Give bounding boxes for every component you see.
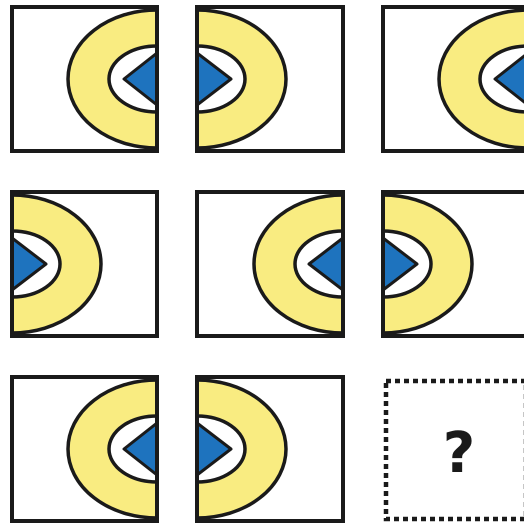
tile-r2-c1 <box>0 192 157 336</box>
tile-r1-c3 <box>383 7 524 151</box>
missing-tile-r3-c3[interactable]: ? <box>386 381 524 519</box>
question-mark: ? <box>443 421 475 486</box>
